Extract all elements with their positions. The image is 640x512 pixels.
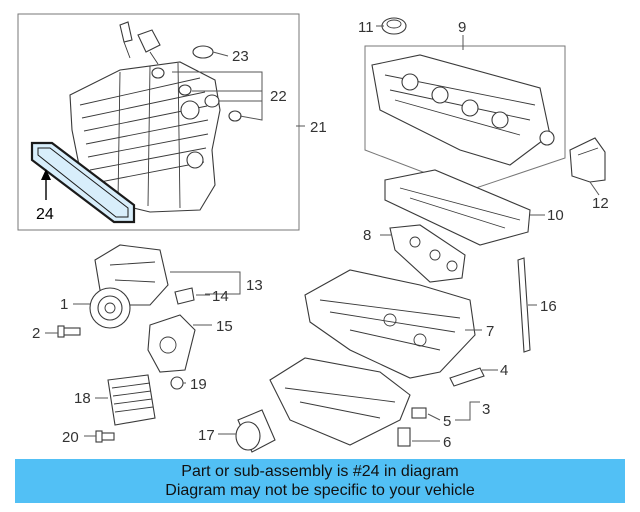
callout-12: 12	[592, 195, 609, 212]
oil-filter[interactable]	[235, 409, 276, 453]
callout-22: 22	[270, 88, 287, 105]
callout-15: 15	[216, 318, 233, 335]
dipstick[interactable]	[517, 257, 531, 353]
timing-cover[interactable]	[569, 137, 606, 183]
callout-13: 13	[246, 277, 263, 294]
callout-3: 3	[482, 401, 490, 418]
intake-manifold-frame	[17, 13, 300, 231]
callout-5: 5	[443, 413, 451, 430]
callout-2: 2	[32, 325, 40, 342]
callout-20: 20	[62, 429, 79, 446]
callout-1: 1	[60, 296, 68, 313]
callout-21: 21	[310, 119, 327, 136]
callout-7: 7	[486, 323, 494, 340]
cover-gasket[interactable]	[174, 287, 195, 305]
callout-23: 23	[232, 48, 249, 65]
intake-gasket[interactable]	[389, 224, 466, 283]
drain-plug[interactable]	[397, 407, 427, 447]
highlighted-gasket[interactable]	[30, 141, 136, 224]
thermostat-housing[interactable]	[147, 314, 196, 373]
o-rings[interactable]	[151, 45, 242, 122]
callout-9: 9	[458, 19, 466, 36]
callout-10: 10	[547, 207, 564, 224]
oil-sensor[interactable]	[449, 367, 485, 387]
callout-labels: 11 9 12 10 8 7 16 4 3 5 6 23 22 21 24 13…	[32, 19, 609, 451]
pulley-bolt[interactable]	[57, 325, 81, 338]
cylinder-head-cover[interactable]	[371, 54, 555, 166]
callout-11: 11	[358, 19, 374, 36]
cylinder-head-cover-frame	[364, 45, 566, 191]
upper-oil-pan[interactable]	[304, 269, 476, 379]
callout-16: 16	[540, 298, 557, 315]
cooler-bolt[interactable]	[95, 430, 115, 443]
callout-14: 14	[212, 288, 229, 305]
callout-17: 17	[198, 427, 215, 444]
o-ring-19[interactable]	[170, 376, 184, 390]
callout-6: 6	[443, 434, 451, 451]
oil-cooler[interactable]	[107, 374, 156, 426]
callout-4: 4	[500, 362, 508, 379]
callout-19: 19	[190, 376, 207, 393]
valve-cover-gasket[interactable]	[384, 169, 531, 246]
info-banner: Part or sub-assembly is #24 in diagram D…	[15, 459, 625, 503]
oil-filler-cap[interactable]	[381, 17, 407, 35]
callout-24: 24	[36, 206, 54, 223]
leader-lines	[45, 25, 600, 442]
info-line-2: Diagram may not be specific to your vehi…	[165, 482, 475, 499]
pulley[interactable]	[89, 287, 131, 329]
info-line-1: Part or sub-assembly is #24 in diagram	[181, 463, 459, 480]
intake-manifold[interactable]	[69, 21, 221, 213]
callout-18: 18	[74, 390, 91, 407]
callout-24-arrow	[41, 169, 51, 200]
callout-8: 8	[363, 227, 371, 244]
lower-oil-pan[interactable]	[269, 357, 411, 446]
